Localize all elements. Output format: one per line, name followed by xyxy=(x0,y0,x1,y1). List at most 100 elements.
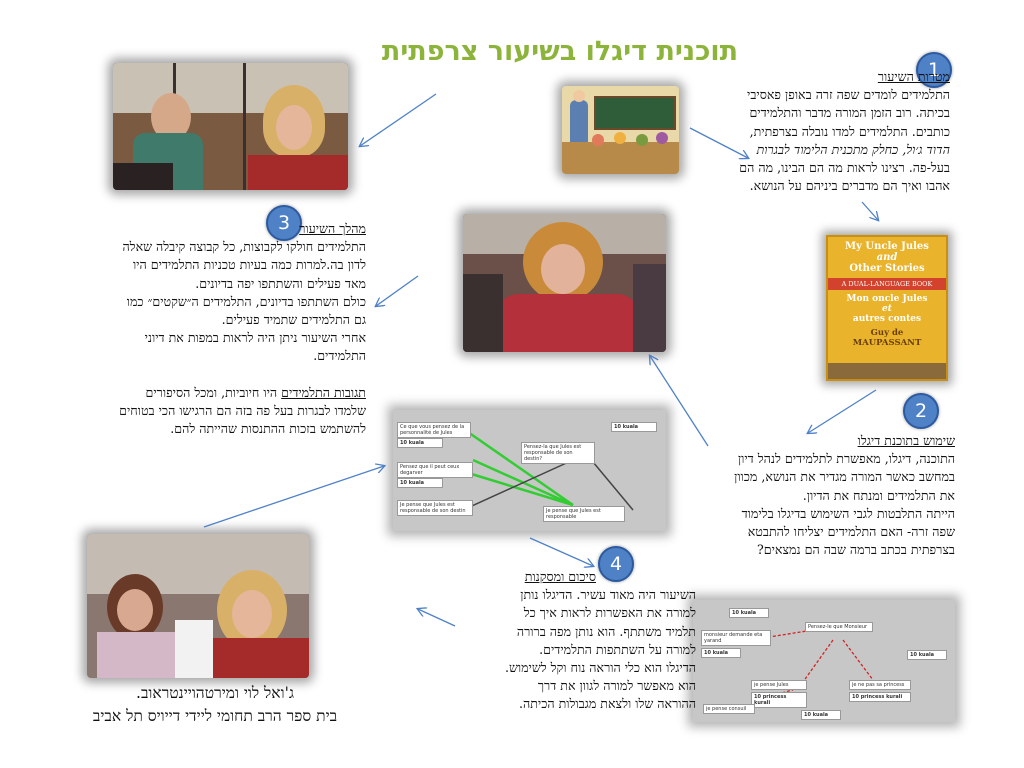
section-4-line: למורה על השתתפות התלמידים. xyxy=(539,641,696,657)
step-badge-3: 3 xyxy=(266,205,302,241)
map2-link xyxy=(762,629,814,639)
book-bottom-strip xyxy=(828,363,946,379)
map1-note: Pensez que il peut ceux degarver xyxy=(397,462,473,478)
section-1-line: אהבו ואיך הם מדברים ביניהם על הנושא. xyxy=(749,178,950,194)
book-title-fr-2: et xyxy=(882,304,892,314)
section-4-line: הוא מאפשר למורה לגוון את דרך xyxy=(537,678,696,694)
arrow xyxy=(650,356,709,447)
section-1-line: בעל-פה. רצינו לראות מה הם הבינו, מה הם xyxy=(739,160,950,176)
section-1-heading: מטרות השיעור xyxy=(877,69,950,84)
section-4-heading: סיכום ומסקנות xyxy=(524,569,596,584)
step-badge-4: 4 xyxy=(598,546,634,582)
section-diglo-usage: שימוש בתוכנת דיגלו התוכנה, דיגלו, מאפשרת… xyxy=(680,432,955,559)
arrow xyxy=(418,609,456,627)
map1-note: Pensez-la que Jules est responsable de s… xyxy=(521,442,595,464)
book-title-en-3: Other Stories xyxy=(849,263,925,274)
arrow xyxy=(203,466,384,528)
section-3-line: כולם השתתפו בדיונים, התלמידים ה״שקטים״ כ… xyxy=(126,293,366,309)
map2-note: je pense consuil xyxy=(703,704,755,714)
map1-note: 10 kuala xyxy=(397,438,443,448)
section-summary: סיכום ומסקנות השיעור היה מאוד עשיר. הדיג… xyxy=(430,568,696,714)
arrow xyxy=(360,93,437,146)
map1-links xyxy=(462,428,634,511)
map2-note: Pensez-le que Monsieur xyxy=(805,622,873,632)
map1-note: 10 kuala xyxy=(397,478,443,488)
classroom-photo-top-left xyxy=(113,63,348,190)
section-3-reactions-heading: תגובות התלמידים xyxy=(281,384,366,400)
arrow xyxy=(808,389,877,433)
discussion-map-screenshot-2: 10 kuala monsieur demande eta yarand Pen… xyxy=(693,600,955,722)
map2-note: 10 kuala xyxy=(701,648,741,658)
section-3-line: מאד פעילים והשתתפו יפה בדיונים. xyxy=(195,275,366,291)
classroom-illustration xyxy=(562,86,679,174)
section-3-line: שלמדו לבגרות בעל פה בזה הם הרגישו הכי בט… xyxy=(119,402,366,418)
map2-note: je ne pas sa princess xyxy=(849,680,911,690)
map1-link xyxy=(592,461,634,511)
map1-link xyxy=(462,459,574,511)
section-2-line: התוכנה, דיגלו, מאפשרת לתלמידים לנהל דיון xyxy=(737,451,955,467)
map1-note: Ce que vous pensez de la personnalité de… xyxy=(397,422,471,438)
section-2-line: בצרפתית בכתב ברמה שבה הם נמצאים? xyxy=(756,542,955,558)
book-title-fr-1: Mon oncle Jules xyxy=(846,294,928,304)
map1-link xyxy=(464,428,574,507)
section-1-line: בכיתה. רוב הזמן המורה מדבר והתלמידים xyxy=(749,105,950,121)
map2-note: 10 kuala xyxy=(801,710,841,720)
section-1-line: התלמידים לומדים שפה זרה באופן פאסיבי xyxy=(747,87,950,103)
section-3-heading: מהלך השיעור xyxy=(299,221,366,236)
map2-note: 10 princess kurali xyxy=(849,692,911,702)
book-title-fr-3: autres contes xyxy=(852,314,922,324)
section-3-line: לדון בה.למרות כמה בעיות טכניות התלמידים … xyxy=(132,257,366,273)
section-3-line: התלמידים. xyxy=(313,348,366,364)
section-4-line: השיעור היה מאוד עשיר. הדיגלו נותן xyxy=(520,587,696,603)
book-band: A DUAL-LANGUAGE BOOK xyxy=(828,278,946,290)
step-badge-1: 1 xyxy=(916,52,952,88)
section-3-reactions-text: היו חיוביות, ומכל הסיפורים xyxy=(145,384,282,400)
map1-note: Je pense que Jules est responsable xyxy=(543,506,625,522)
section-4-line: תלמיד משתתף. הוא נותן מפה ברורה xyxy=(516,623,696,639)
arrow xyxy=(689,127,748,158)
step-badge-2: 2 xyxy=(903,393,939,429)
section-2-heading: שימוש בתוכנת דיגלו xyxy=(857,433,955,448)
book-cover: My Uncle Jules and Other Stories A DUAL-… xyxy=(826,235,948,381)
map2-link xyxy=(802,639,834,683)
section-4-line: למורה את האפשרות לראות איך כל xyxy=(523,605,696,621)
section-lesson-progress: מהלך השיעור התלמידים חולקו לקבוצות, כל ק… xyxy=(70,220,366,438)
section-2-line: את התלמידים ומנתח את הדיון. xyxy=(802,487,955,503)
classroom-photo-bottom-left xyxy=(87,534,309,678)
discussion-map-screenshot-1: Ce que vous pensez de la personnalité de… xyxy=(393,410,666,531)
map2-note: 10 kuala xyxy=(729,608,769,618)
section-2-line: שפה זרה- האם התלמידים יצליחו להתבטא xyxy=(747,524,955,540)
section-2-line: הייתה התלבטות לגבי השימוש בדיגלו בלימוד xyxy=(741,505,955,521)
arrow xyxy=(529,537,593,566)
map2-note: 10 princess kurali xyxy=(751,692,807,708)
section-1-line: הדוד ג׳ול, כחלק מתכנית הלימוד לבגרות xyxy=(756,141,950,157)
page-title: תוכנית דיגלו בשיעור צרפתית xyxy=(381,36,739,67)
section-3-line: להשתמש בזכות ההתנסות שהייתה להם. xyxy=(170,421,366,437)
map1-note: 10 kuala xyxy=(611,422,657,432)
arrow xyxy=(376,275,419,306)
map1-link xyxy=(464,470,574,507)
classroom-photo-center xyxy=(463,214,666,352)
credit-authors: ג'ואל לוי ומירטהויינטראוב. xyxy=(136,684,294,702)
arrow xyxy=(861,201,878,220)
book-title-en-1: My Uncle Jules xyxy=(845,241,929,252)
map2-note: 10 kuala xyxy=(907,650,947,660)
section-3-line: התלמידים חולקו לקבוצות, כל קבוצה קיבלה ש… xyxy=(122,239,366,255)
credit-school: בית ספר הרב תחומי ליידי דייויס תל אביב xyxy=(92,707,338,725)
book-author-2: MAUPASSANT xyxy=(852,338,922,348)
map2-note: monsieur demande eta yarand xyxy=(701,630,771,646)
book-title-en-2: and xyxy=(876,252,898,263)
section-3-line: גם התלמידים שתמיד פעילים. xyxy=(221,312,366,328)
credit: ג'ואל לוי ומירטהויינטראוב. בית ספר הרב ת… xyxy=(40,682,390,728)
book-author-1: Guy de xyxy=(870,328,904,338)
section-4-line: ההוראה שלו ולצאת מגבולות הכיתה. xyxy=(518,696,696,712)
map2-link xyxy=(842,639,874,681)
section-lesson-goals: מטרות השיעור התלמידים לומדים שפה זרה באו… xyxy=(700,68,950,195)
map2-note: je pense Jules xyxy=(751,680,807,690)
section-4-line: הדיגלו הוא כלי הוראה נוח וקל לשימוש. xyxy=(504,660,696,676)
section-1-line: כותבים. התלמידים למדו נובלה בצרפתית, xyxy=(749,123,950,139)
section-3-line: אחרי השיעור ניתן היה לראות במפות את דיונ… xyxy=(144,330,366,346)
section-2-line: במחשב כאשר המורה מגדיר את הנושא, מכוון xyxy=(734,469,955,485)
map1-note: Je pense que Jules est responsable de so… xyxy=(397,500,473,516)
